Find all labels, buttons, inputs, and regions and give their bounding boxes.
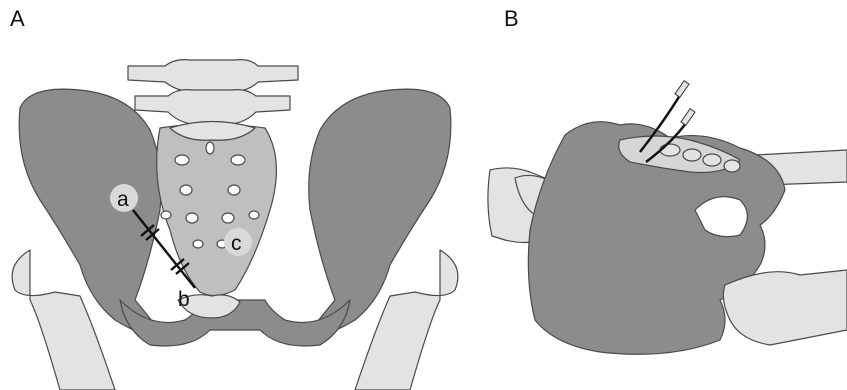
sacrum xyxy=(157,124,277,296)
femur-lower xyxy=(723,270,847,345)
pelvis-lateral-illustration xyxy=(470,0,847,390)
lumbar-vertebra-upper xyxy=(128,60,298,92)
panel-b: B xyxy=(470,0,847,390)
panel-a: A xyxy=(0,0,470,390)
pelvis-front-illustration: a b c xyxy=(0,0,470,390)
lumbar-vertebra-lower xyxy=(135,90,290,124)
callout-a: a xyxy=(117,188,129,211)
callout-b: b xyxy=(178,288,190,311)
callout-c: c xyxy=(231,232,242,255)
